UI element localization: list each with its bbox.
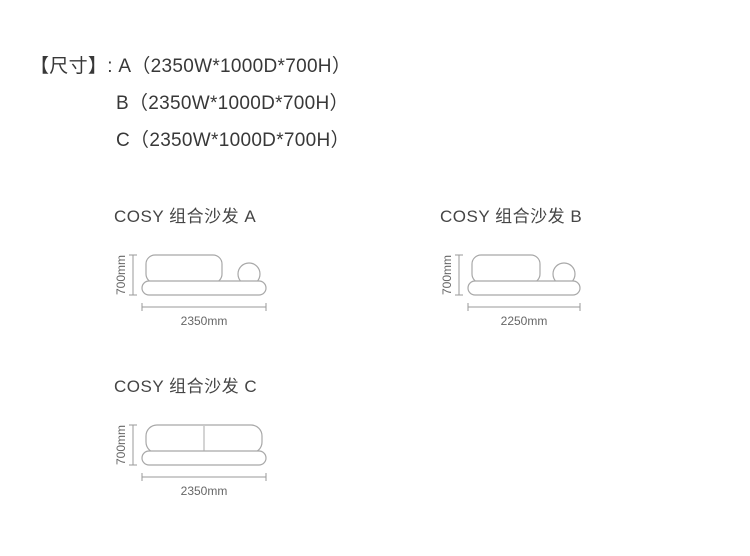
width-dim-label: 2350mm [181, 314, 228, 328]
sofa-base [467, 280, 581, 296]
size-spec-block: 【尺寸】: A（2350W*1000D*700H） B（2350W*1000D*… [30, 48, 351, 159]
spec-value-a: A（2350W*1000D*700H） [118, 56, 352, 77]
width-dim-label: 2250mm [501, 314, 548, 328]
sofa-backrest [145, 254, 223, 284]
sofa-base [141, 450, 267, 466]
spec-line-b: B（2350W*1000D*700H） [116, 93, 349, 114]
sofa-c-dimension-diagram: 700mm 2350mm [114, 424, 267, 498]
product-title-b: COSY 组合沙发 B [440, 207, 583, 226]
sofa-b-dimension-diagram: 700mm 2250mm [440, 254, 581, 328]
product-card-b: COSY 组合沙发 B 700mm 2250mm [438, 202, 608, 329]
product-title-c: COSY 组合沙发 C [114, 377, 258, 396]
width-dim-label: 2350mm [181, 484, 228, 498]
product-card-c: COSY 组合沙发 C 700mm 2350mm [112, 372, 282, 499]
height-dim-label: 700mm [440, 255, 454, 295]
product-card-a: COSY 组合沙发 A 700mm 2350mm [112, 202, 282, 329]
height-dim-label: 700mm [114, 255, 128, 295]
sofa-backrest [471, 254, 541, 284]
spec-prefix: 【尺寸】: [30, 56, 119, 77]
product-title-a: COSY 组合沙发 A [114, 207, 257, 226]
sofa-a-dimension-diagram: 700mm 2350mm [114, 254, 267, 328]
sofa-base [141, 280, 267, 296]
spec-line-a: 【尺寸】: A（2350W*1000D*700H） [30, 48, 351, 85]
height-dim-label: 700mm [114, 425, 128, 465]
spec-line-c: C（2350W*1000D*700H） [116, 130, 350, 151]
